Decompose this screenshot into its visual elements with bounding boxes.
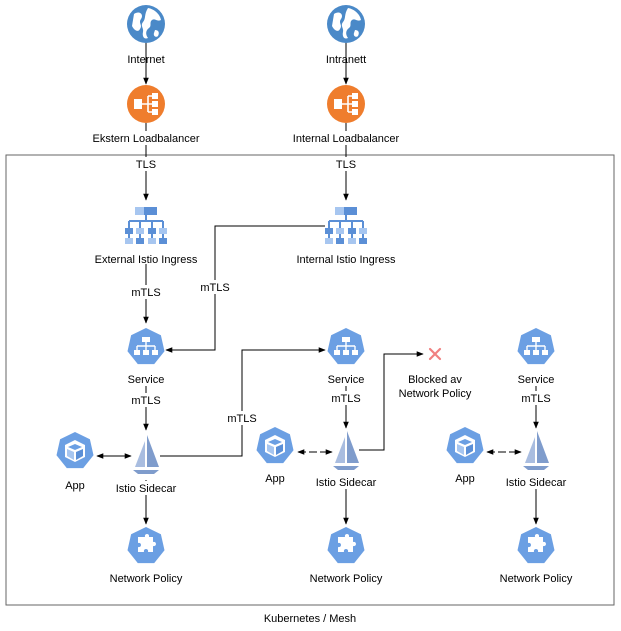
edge-sidecar2-to-blocked xyxy=(359,351,424,451)
mesh-boundary xyxy=(5,154,615,606)
app-icon-3 xyxy=(447,427,484,463)
network-policy-icon-1 xyxy=(128,527,165,563)
sidecar-icon-2 xyxy=(333,431,359,470)
ekstern-loadbalancer-icon xyxy=(126,84,166,124)
service-label-3: Service xyxy=(518,374,555,386)
intranet-globe-icon xyxy=(327,5,365,43)
app-label-2: App xyxy=(265,473,285,485)
blocked-label-line1: Blocked av xyxy=(408,374,462,386)
internal-ingress-label: Internal Istio Ingress xyxy=(296,254,396,266)
sidecar-icon-1 xyxy=(133,435,159,474)
app-icon-1 xyxy=(57,432,94,468)
sidecar-label-3: Istio Sidecar xyxy=(506,477,567,489)
service-label-1: Service xyxy=(128,374,165,386)
app-icon-2 xyxy=(257,427,294,463)
service-label-2: Service xyxy=(328,374,365,386)
sidecar-icon-3 xyxy=(523,431,549,470)
intranet-label: Intranett xyxy=(326,54,366,66)
sidecar-label-2: Istio Sidecar xyxy=(316,477,377,489)
network-policy-label-3: Network Policy xyxy=(500,573,573,585)
app-label-1: App xyxy=(65,480,85,492)
network-policy-label-1: Network Policy xyxy=(110,573,183,585)
app-label-3: App xyxy=(455,473,475,485)
network-policy-label-2: Network Policy xyxy=(310,573,383,585)
external-ingress-label: External Istio Ingress xyxy=(95,254,198,266)
edge-sidecar1-to-service2 xyxy=(160,347,326,457)
service-icon-1 xyxy=(128,328,165,364)
mtls-label-cross: mTLS xyxy=(227,413,256,425)
internal-loadbalancer-label: Internal Loadbalancer xyxy=(293,133,400,145)
internal-loadbalancer-icon xyxy=(326,84,366,124)
internal-ingress-icon xyxy=(324,206,368,245)
mtls-label-ingress: mTLS xyxy=(131,287,160,299)
network-policy-icon-2 xyxy=(328,527,365,563)
blocked-label-line2: Network Policy xyxy=(399,388,472,400)
external-ingress-icon xyxy=(124,206,168,245)
sidecar-label-1: Istio Sidecar xyxy=(116,483,177,495)
ekstern-loadbalancer-label: Ekstern Loadbalancer xyxy=(92,133,199,145)
mesh-label: Kubernetes / Mesh xyxy=(264,613,356,625)
internet-globe-icon xyxy=(127,5,165,43)
tls-label-left: TLS xyxy=(136,159,156,171)
tls-label-right: TLS xyxy=(336,159,356,171)
edge-int-ingress-to-service xyxy=(165,225,325,353)
blocked-x-icon xyxy=(428,347,442,361)
internet-label: Internet xyxy=(127,54,164,66)
service-icon-3 xyxy=(518,328,555,364)
mtls-label-service-3: mTLS xyxy=(521,393,550,405)
service-icon-2 xyxy=(328,328,365,364)
mtls-label-service-1: mTLS xyxy=(131,395,160,407)
mtls-label-service-2: mTLS xyxy=(331,393,360,405)
network-policy-icon-3 xyxy=(518,527,555,563)
mtls-label-internal: mTLS xyxy=(200,282,229,294)
